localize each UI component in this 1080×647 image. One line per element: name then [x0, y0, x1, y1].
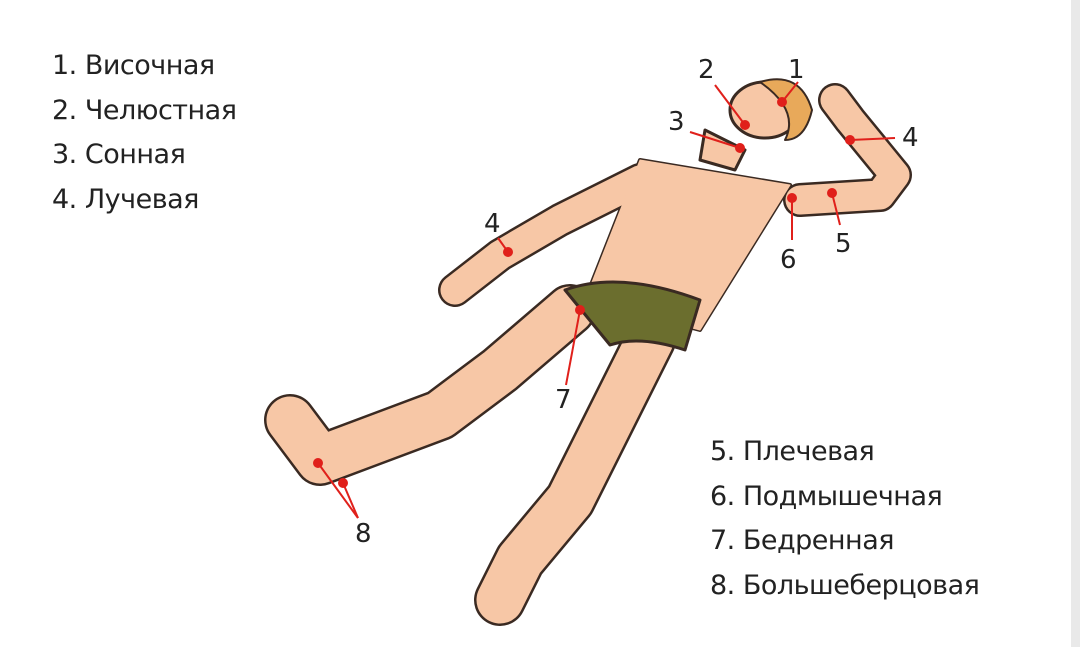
marker-axillary [787, 193, 797, 240]
label-1: 1 [788, 55, 805, 85]
label-8: 8 [355, 519, 372, 549]
right-border [1071, 0, 1080, 647]
legend-left: 1. Височная 2. Челюстная 3. Сонная 4. Лу… [52, 44, 237, 222]
marker-carotid [689, 131, 745, 153]
label-4-right: 4 [902, 123, 919, 153]
label-5: 5 [835, 229, 852, 259]
legend-item-tibial: 8. Большеберцовая [710, 569, 980, 601]
legend-item-carotid: 3. Сонная [52, 139, 186, 170]
label-4-left: 4 [484, 209, 501, 239]
legend-item-mandibular: 2. Челюстная [52, 94, 237, 126]
legend-right: 5. Плечевая 6. Подмышечная 7. Бедренная … [710, 430, 980, 608]
marker-radial-right [845, 135, 896, 145]
legend-item-brachial: 5. Плечевая [710, 436, 875, 467]
marker-temporal [777, 81, 799, 107]
body-outline [264, 78, 912, 626]
marker-mandibular [714, 84, 750, 130]
legend-item-radial: 4. Лучевая [52, 183, 199, 215]
marker-tibial [313, 458, 359, 519]
legend-item-femoral: 7. Бедренная [710, 525, 895, 556]
marker-femoral [565, 305, 585, 386]
marker-radial-left [497, 237, 513, 257]
label-2: 2 [698, 55, 715, 85]
label-7: 7 [555, 385, 572, 415]
marker-brachial [827, 188, 841, 226]
label-3: 3 [668, 107, 685, 137]
pulse-markers [313, 81, 896, 519]
marker-labels: 1 2 3 4 4 5 6 7 8 [355, 55, 919, 549]
legend-item-temporal: 1. Височная [52, 50, 215, 81]
legend-item-axillary: 6. Подмышечная [710, 480, 943, 512]
label-6: 6 [780, 245, 797, 275]
